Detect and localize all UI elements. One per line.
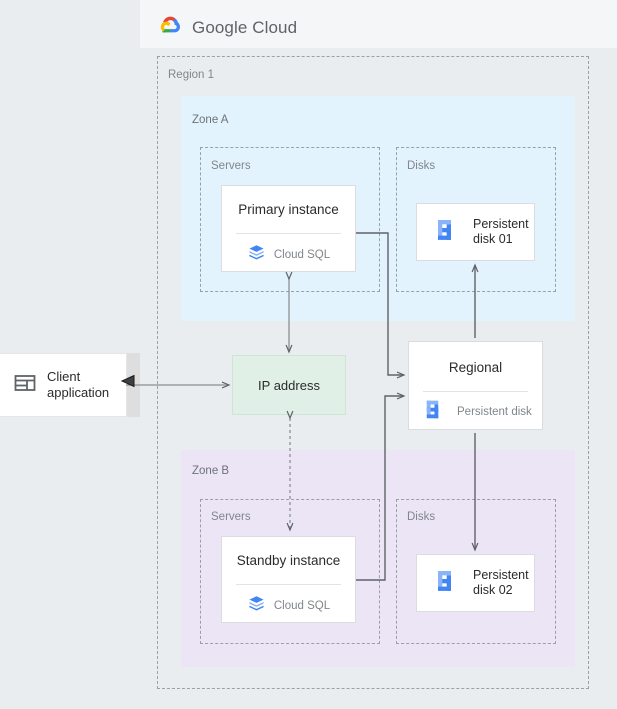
regional-service: Persistent disk <box>425 398 532 426</box>
client-line-2: application <box>47 385 110 400</box>
zone-a-disks-group <box>396 147 556 292</box>
zone-a-disks-label: Disks <box>407 160 436 172</box>
zone-a-label: Zone A <box>192 114 229 126</box>
ip-address-label: IP address <box>258 377 320 393</box>
persistent-disk-icon <box>436 217 462 248</box>
header-bar: Google Cloud <box>140 0 617 48</box>
primary-instance-service-label: Cloud SQL <box>273 249 331 261</box>
regional-persistent-disk-card[interactable]: Regional Persistent disk <box>408 341 543 430</box>
ip-address-box[interactable]: IP address <box>232 355 346 415</box>
zone-a-servers-label: Servers <box>211 160 251 172</box>
logo-product: Cloud <box>247 17 298 37</box>
divider <box>423 391 528 392</box>
primary-instance-title: Primary instance <box>238 202 339 217</box>
logo-text: Google Cloud <box>192 18 297 38</box>
mouse-cursor-icon <box>120 369 142 393</box>
primary-instance-service: Cloud SQL <box>222 243 355 267</box>
google-cloud-logo: Google Cloud <box>158 14 297 41</box>
standby-instance-service: Cloud SQL <box>222 594 355 618</box>
disk-line-2: disk 01 <box>473 232 513 246</box>
persistent-disk-icon <box>425 398 448 426</box>
primary-instance-card[interactable]: Primary instance Cloud SQL <box>221 185 356 272</box>
standby-instance-title: Standby instance <box>236 553 341 568</box>
cloud-sql-icon <box>247 594 266 618</box>
zone-b-servers-label: Servers <box>211 511 251 523</box>
client-window-icon <box>14 373 36 398</box>
zone-b-label: Zone B <box>192 465 230 477</box>
client-line-1: Client <box>47 369 81 384</box>
disk-line-1: Persistent <box>473 568 529 582</box>
region-label: Region 1 <box>168 69 215 81</box>
persistent-disk-icon <box>436 568 462 599</box>
logo-brand: Google <box>192 17 248 37</box>
divider <box>236 233 341 234</box>
disk-line-2: disk 02 <box>473 583 513 597</box>
zone-b-disks-label: Disks <box>407 511 436 523</box>
standby-instance-service-label: Cloud SQL <box>273 600 331 612</box>
regional-title: Regional <box>448 360 503 375</box>
regional-service-label: Persistent disk <box>457 406 532 418</box>
divider <box>236 584 341 585</box>
standby-instance-card[interactable]: Standby instance Cloud SQL <box>221 536 356 623</box>
cloud-sql-icon <box>247 243 266 267</box>
google-cloud-logo-icon <box>158 14 184 41</box>
disk-line-1: Persistent <box>473 217 529 231</box>
